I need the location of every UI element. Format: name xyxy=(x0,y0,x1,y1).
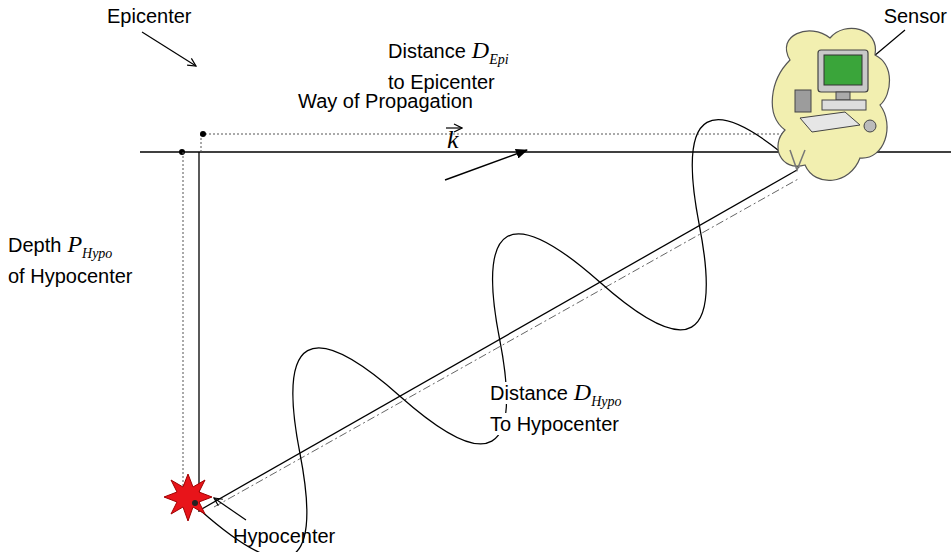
label: Distance xyxy=(490,382,568,404)
subscript: Epi xyxy=(489,52,508,67)
symbol: P xyxy=(67,231,82,257)
marker-dot xyxy=(179,149,185,155)
label: of Hypocenter xyxy=(8,265,133,287)
text-label: Distance DHypo xyxy=(490,380,621,414)
sensor-icon xyxy=(772,28,889,180)
depth-line xyxy=(198,152,199,512)
text-label: Distance DEpi xyxy=(388,38,509,72)
symbol: D xyxy=(472,37,489,63)
label: Epicenter xyxy=(107,5,192,27)
dash-dot-line xyxy=(214,178,800,507)
label: Hypocenter xyxy=(233,525,335,547)
symbol: D xyxy=(574,379,591,405)
distance-dotted-line xyxy=(201,134,202,152)
text-label: Way of Propagation xyxy=(298,89,473,113)
label: Distance xyxy=(388,40,466,62)
text-label: Sensor xyxy=(884,4,947,28)
hypocenter-distance-line xyxy=(200,170,797,510)
text-label: Depth PHypo xyxy=(8,232,112,266)
hypocenter-burst xyxy=(164,474,212,521)
marker-dot xyxy=(200,131,206,137)
leader-arrow xyxy=(142,32,196,66)
text-label: Epicenter xyxy=(107,4,192,28)
text-label: Hypocenter xyxy=(233,524,335,548)
subscript: Hypo xyxy=(82,246,112,261)
symbol: k xyxy=(447,125,459,154)
depth-dotted-line xyxy=(183,152,184,495)
label: To Hypocenter xyxy=(490,413,619,435)
seismic-wave xyxy=(158,94,841,552)
subscript: Hypo xyxy=(591,394,621,409)
propagation-arrow xyxy=(445,150,527,180)
text-label: k xyxy=(447,128,459,153)
label: Way of Propagation xyxy=(298,90,473,112)
text-label: To Hypocenter xyxy=(490,412,619,436)
label: to Epicenter xyxy=(388,71,495,93)
label: Sensor xyxy=(884,5,947,27)
label: Depth xyxy=(8,234,61,256)
leader-arrow xyxy=(214,498,246,520)
distance-dotted-line xyxy=(201,134,790,135)
text-label: of Hypocenter xyxy=(8,264,133,288)
marker-dot xyxy=(192,500,198,506)
